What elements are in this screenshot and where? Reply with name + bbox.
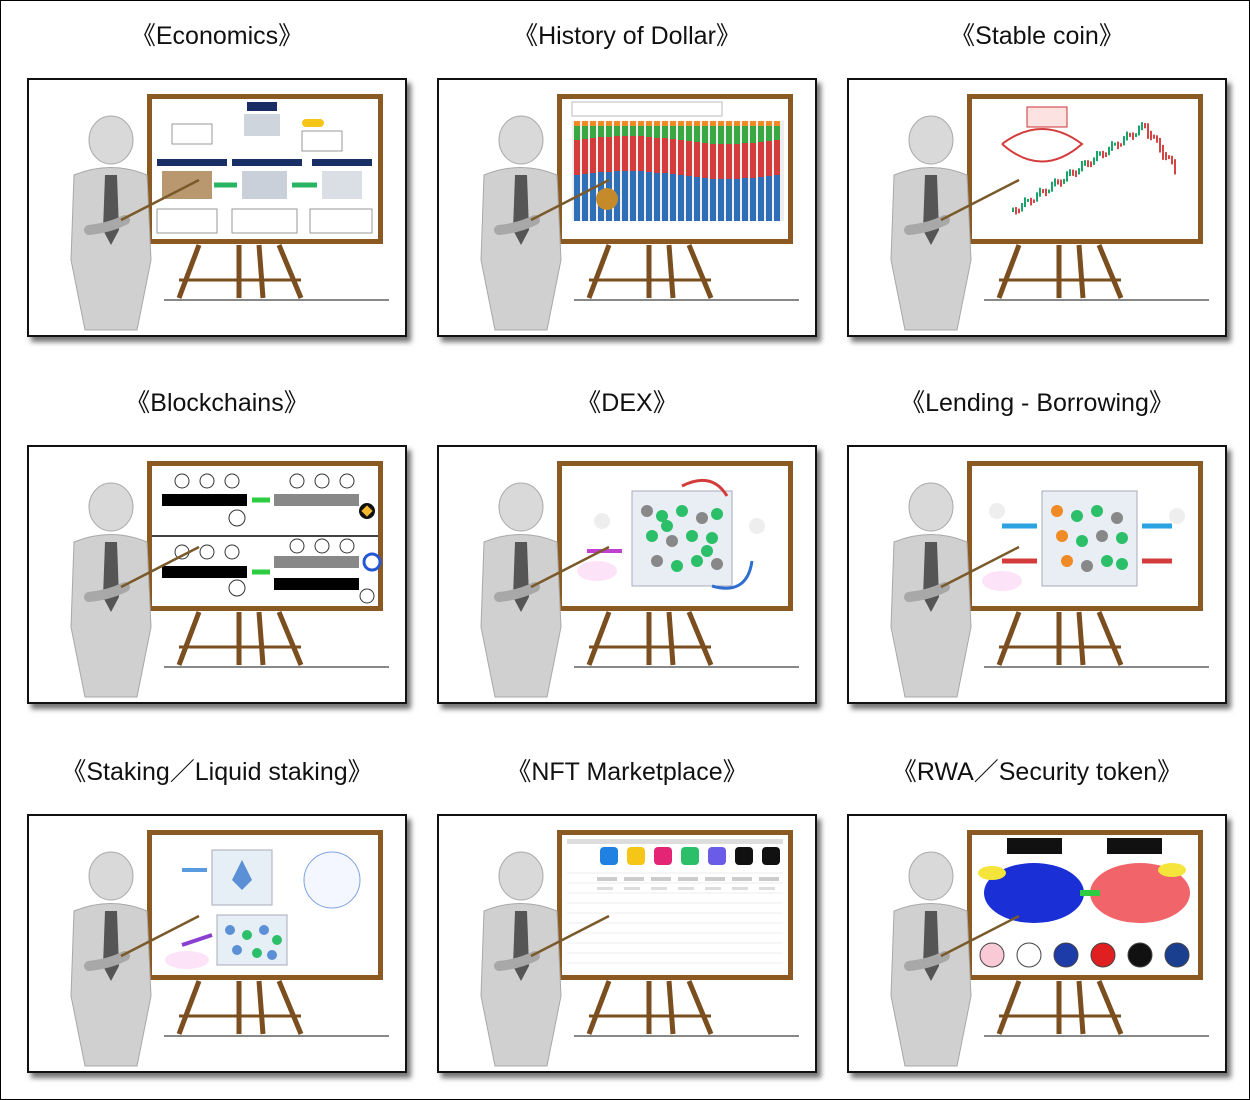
slide-title: 《History of Dollar》 bbox=[513, 22, 741, 50]
slide-illustration bbox=[437, 78, 817, 337]
easel bbox=[574, 980, 799, 1037]
easel bbox=[574, 611, 799, 668]
presenter-figure bbox=[70, 115, 200, 331]
presenter-figure bbox=[480, 482, 610, 698]
slide-illustration bbox=[27, 445, 407, 704]
slide-title: 《Economics》 bbox=[130, 22, 304, 50]
whiteboard bbox=[147, 461, 383, 611]
whiteboard bbox=[147, 94, 383, 244]
presenter-figure bbox=[480, 115, 610, 331]
easel bbox=[164, 611, 389, 668]
slide-title: 《Lending - Borrowing》 bbox=[900, 389, 1174, 417]
slide-illustration bbox=[847, 814, 1227, 1073]
slide-title: 《Staking／Liquid staking》 bbox=[61, 758, 373, 786]
whiteboard bbox=[557, 94, 793, 244]
slide-title: 《Stable coin》 bbox=[950, 22, 1124, 50]
easel bbox=[984, 980, 1209, 1037]
slide-title: 《RWA／Security token》 bbox=[891, 758, 1183, 786]
presenter-figure bbox=[890, 482, 1020, 698]
slide-illustration bbox=[847, 78, 1227, 337]
easel bbox=[984, 244, 1209, 301]
presenter-figure bbox=[890, 115, 1020, 331]
whiteboard bbox=[557, 830, 793, 980]
slide-illustration bbox=[27, 814, 407, 1073]
slide-illustration bbox=[27, 78, 407, 337]
whiteboard bbox=[967, 830, 1203, 980]
whiteboard bbox=[147, 830, 383, 980]
presenter-figure bbox=[70, 851, 200, 1067]
whiteboard bbox=[557, 461, 793, 611]
easel bbox=[164, 980, 389, 1037]
easel bbox=[164, 244, 389, 301]
slide-illustration bbox=[437, 445, 817, 704]
presenter-figure bbox=[70, 482, 200, 698]
slide-title: 《NFT Marketplace》 bbox=[506, 758, 748, 786]
easel bbox=[984, 611, 1209, 668]
whiteboard bbox=[967, 94, 1203, 244]
slide-title: 《Blockchains》 bbox=[125, 389, 309, 417]
slide-illustration bbox=[847, 445, 1227, 704]
slide-illustration bbox=[437, 814, 817, 1073]
presenter-figure bbox=[890, 851, 1020, 1067]
whiteboard bbox=[967, 461, 1203, 611]
easel bbox=[574, 244, 799, 301]
slide-title: 《DEX》 bbox=[576, 389, 678, 417]
presenter-figure bbox=[480, 851, 610, 1067]
